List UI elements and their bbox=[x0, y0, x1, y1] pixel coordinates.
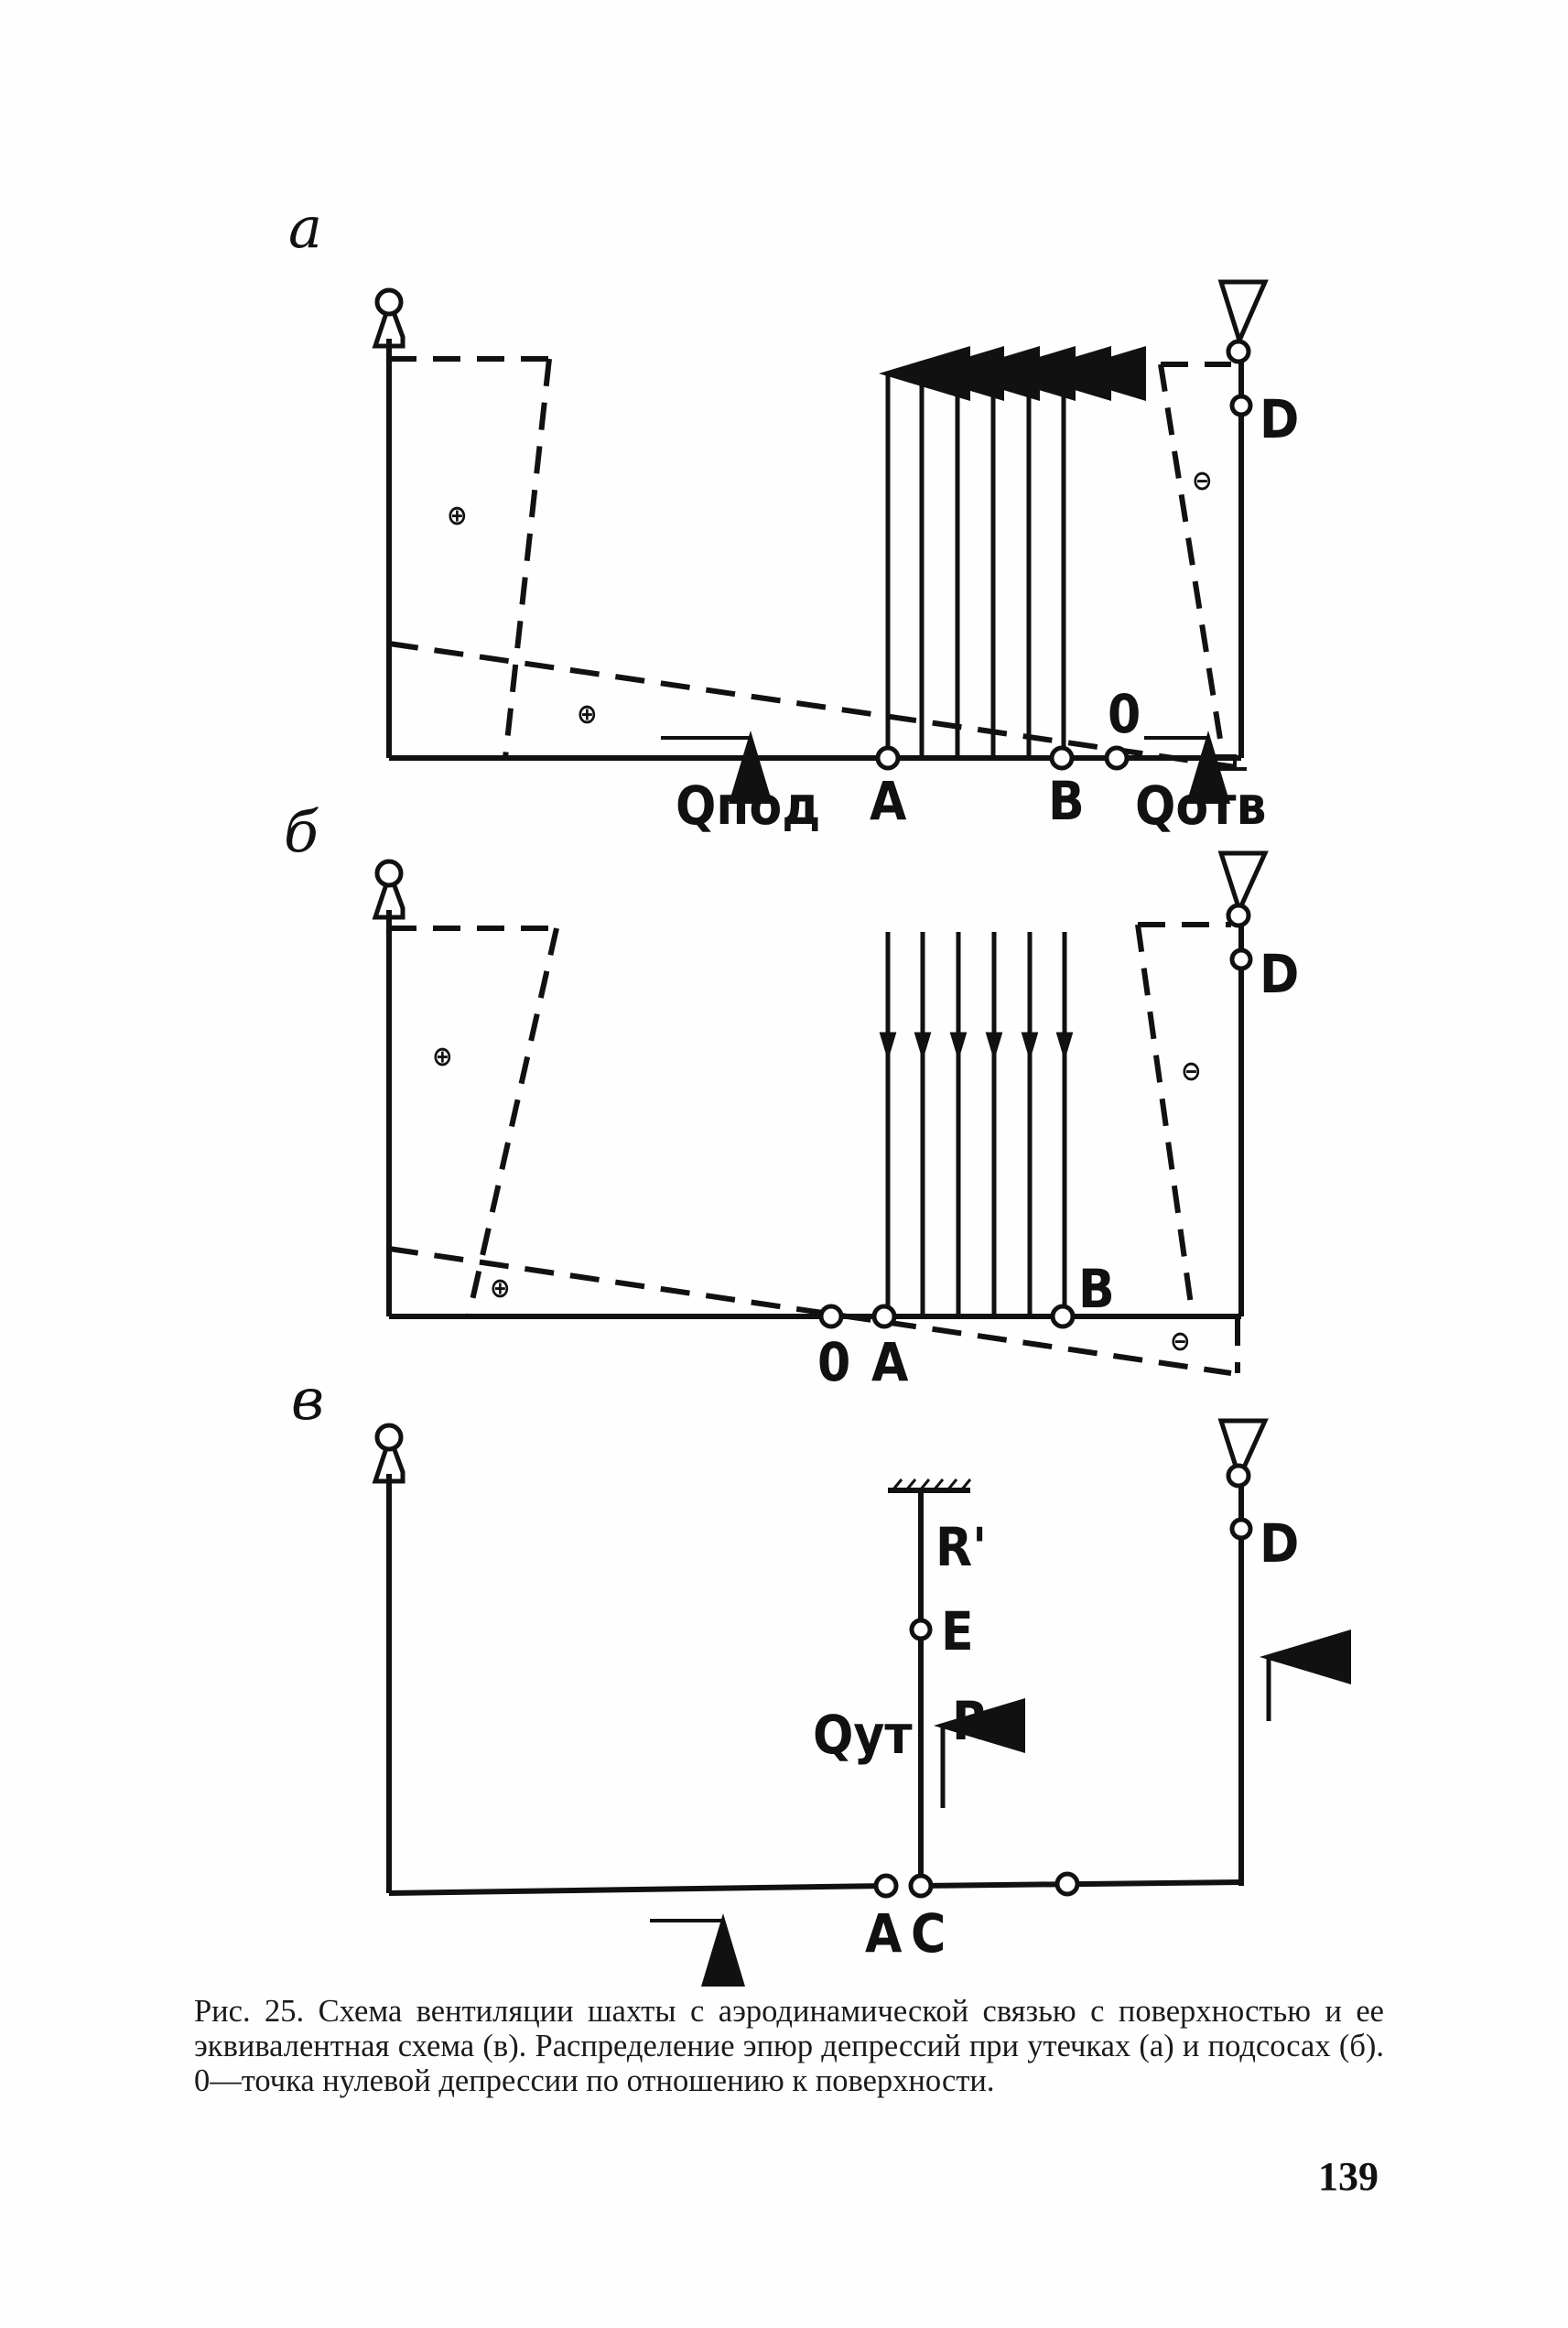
inflow-arrows bbox=[879, 932, 1074, 1316]
node-A bbox=[873, 1873, 899, 1899]
label-zero: 0 bbox=[1108, 683, 1141, 745]
label-Q-out: Qотв bbox=[1135, 774, 1266, 837]
node-zero bbox=[1104, 745, 1130, 771]
sign-minus-lower: ⊖ bbox=[1170, 1326, 1191, 1358]
node-C bbox=[908, 1873, 934, 1899]
panel-c-letter: в bbox=[291, 1366, 324, 1433]
sign-plus-upper: ⊕ bbox=[432, 1041, 453, 1073]
node-D bbox=[1229, 394, 1253, 417]
label-E: E bbox=[941, 1600, 974, 1662]
sign-minus-right: ⊖ bbox=[1192, 465, 1213, 497]
drift-line-right bbox=[922, 1879, 1242, 1889]
depression-diagram-right bbox=[1158, 362, 1231, 752]
node-D bbox=[1229, 947, 1253, 971]
figure-caption: Рис. 25. Схема вентиляции шахты с аэроди… bbox=[194, 1994, 1384, 2098]
depression-line-long bbox=[388, 641, 1237, 770]
label-A: A bbox=[865, 1902, 903, 1965]
panel-b: б D bbox=[284, 798, 1299, 1393]
node-B bbox=[1050, 1304, 1076, 1329]
panel-a-letter: а bbox=[288, 194, 322, 261]
sign-plus-upper: ⊕ bbox=[447, 500, 468, 532]
drift-line-left bbox=[388, 1883, 887, 1896]
node-A bbox=[871, 1304, 897, 1329]
label-C: C bbox=[911, 1902, 946, 1965]
depression-line-long bbox=[388, 1246, 1232, 1376]
node-B bbox=[1049, 745, 1075, 771]
node-mid bbox=[1054, 1871, 1080, 1897]
label-A: A bbox=[870, 770, 907, 832]
depression-diagram-left bbox=[389, 356, 552, 759]
label-B: B bbox=[1048, 770, 1085, 832]
leakage-arrows bbox=[879, 346, 1146, 758]
fan-icon bbox=[1217, 850, 1269, 928]
node-zero bbox=[818, 1304, 844, 1329]
label-D: D bbox=[1260, 388, 1299, 450]
node-D bbox=[1229, 1517, 1253, 1541]
label-A: A bbox=[871, 1331, 909, 1393]
surface-hatch bbox=[891, 1478, 972, 1491]
intake-shaft-icon bbox=[372, 287, 406, 349]
sign-minus-right: ⊖ bbox=[1181, 1056, 1202, 1088]
sign-plus-lower: ⊕ bbox=[577, 698, 598, 731]
depression-diagram-right bbox=[1135, 922, 1240, 1373]
label-B: B bbox=[1078, 1258, 1115, 1320]
label-R: R bbox=[952, 1690, 989, 1752]
label-D: D bbox=[1260, 1512, 1299, 1575]
panel-b-letter: б bbox=[284, 798, 319, 865]
sign-plus-lower: ⊕ bbox=[490, 1272, 511, 1305]
fan-icon bbox=[1217, 279, 1269, 364]
intake-shaft-icon bbox=[372, 859, 406, 920]
node-A bbox=[875, 745, 901, 771]
panel-c: в D R' E R Qут bbox=[291, 1366, 1351, 1987]
node-E bbox=[909, 1618, 933, 1641]
panel-a: а D ⊕ bbox=[288, 194, 1299, 837]
intake-shaft-icon bbox=[372, 1423, 406, 1484]
depression-diagram-left bbox=[389, 926, 559, 1317]
label-R-prime: R' bbox=[935, 1516, 987, 1578]
fan-icon bbox=[1217, 1418, 1269, 1489]
label-Q-leak: Qут bbox=[813, 1704, 913, 1766]
label-zero: 0 bbox=[817, 1331, 850, 1393]
page-number: 139 bbox=[1318, 2154, 1379, 2199]
label-D: D bbox=[1260, 943, 1299, 1005]
label-Q-in: Qпод bbox=[676, 774, 820, 837]
